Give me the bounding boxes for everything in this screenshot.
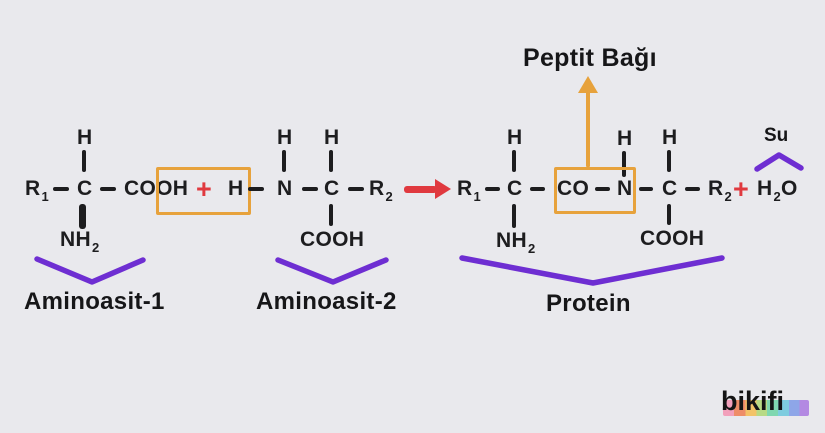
bond-vertical — [667, 204, 671, 225]
atom-h-protein-c2-top: H — [662, 126, 678, 149]
label-protein: Protein — [546, 290, 631, 317]
reaction-arrow-head-icon — [435, 179, 451, 199]
bond-horizontal — [248, 187, 264, 191]
logo-bikifi: bikifi — [719, 386, 813, 422]
atom-n-amino2: N — [277, 177, 293, 200]
bond-vertical — [512, 204, 516, 228]
atom-nh: NH — [60, 228, 91, 251]
group-nh2-amino1: NH2 — [60, 228, 99, 254]
bond-vertical — [329, 204, 333, 226]
bond-horizontal — [595, 187, 610, 191]
label-aminoacid1: Aminoasit-1 — [24, 288, 165, 315]
atom-h-amino2-c-top: H — [324, 126, 340, 149]
group-h2o: H2O — [757, 177, 798, 203]
plus-sign-water: + — [733, 174, 749, 204]
atom-h: H — [757, 177, 773, 200]
group-r1-amino1: R1 — [25, 177, 49, 203]
subscript-1: 1 — [41, 189, 49, 204]
atom-h-amino2-n-top: H — [277, 126, 293, 149]
atom-r: R — [457, 177, 473, 200]
group-cooh-amino1: COOH — [124, 177, 189, 200]
atom-h-amino2-left: H — [228, 177, 244, 200]
bond-horizontal — [100, 187, 116, 191]
bond-vertical — [667, 150, 671, 172]
atom-c2-protein: C — [662, 177, 678, 200]
plus-sign-reactants: + — [196, 174, 212, 204]
peptide-bond-title: Peptit Bağı — [523, 44, 657, 72]
brace-amino2 — [275, 257, 389, 285]
subscript-2: 2 — [527, 241, 536, 256]
group-r2-amino2: R2 — [369, 177, 393, 203]
bond-vertical — [622, 151, 626, 177]
group-r2-protein: R2 — [708, 177, 732, 203]
atom-h-protein-n-top: H — [617, 127, 633, 150]
bond-horizontal — [485, 187, 500, 191]
peptide-bond-box — [554, 167, 636, 214]
bond-vertical — [282, 150, 286, 172]
caret-water — [754, 152, 804, 172]
label-water: Su — [764, 125, 789, 146]
reaction-arrow — [404, 186, 437, 193]
brace-amino1 — [34, 256, 146, 285]
bond-horizontal — [685, 187, 700, 191]
atom-h-protein-c1-top: H — [507, 126, 523, 149]
peptide-bond-arrow-stem — [586, 92, 590, 167]
group-co-protein: CO — [557, 177, 590, 200]
label-aminoacid2: Aminoasit-2 — [256, 288, 397, 315]
bond-vertical-bold — [79, 204, 86, 229]
group-r1-protein: R1 — [457, 177, 481, 203]
logo-rainbow-band — [723, 400, 809, 416]
atom-r: R — [25, 177, 41, 200]
subscript-2: 2 — [724, 189, 732, 204]
bond-vertical — [82, 150, 86, 172]
atom-c1-protein: C — [507, 177, 523, 200]
subscript-2: 2 — [385, 189, 393, 204]
bond-vertical — [329, 150, 333, 172]
atom-h-amino1-top: H — [77, 126, 93, 149]
atom-c-amino2: C — [324, 177, 340, 200]
peptide-bond-arrow-head-icon — [578, 76, 598, 93]
bond-horizontal — [530, 187, 545, 191]
logo-text: bikifi — [721, 386, 785, 416]
subscript-2: 2 — [773, 189, 781, 204]
bond-horizontal — [348, 187, 364, 191]
bond-vertical — [512, 150, 516, 172]
bond-horizontal — [53, 187, 69, 191]
group-cooh-protein: COOH — [640, 227, 705, 250]
atom-nh: NH — [496, 229, 527, 252]
bond-horizontal — [639, 187, 653, 191]
atom-n-protein: N — [617, 177, 633, 200]
brace-protein — [459, 255, 725, 286]
group-nh2-protein: NH2 — [496, 229, 535, 255]
atom-c-amino1: C — [77, 177, 93, 200]
group-cooh-amino2: COOH — [300, 228, 365, 251]
subscript-2: 2 — [91, 240, 100, 255]
reactant-highlight-box — [156, 167, 251, 215]
atom-r: R — [369, 177, 385, 200]
bond-horizontal — [302, 187, 318, 191]
subscript-1: 1 — [473, 189, 481, 204]
atom-o: O — [781, 177, 798, 200]
atom-r: R — [708, 177, 724, 200]
